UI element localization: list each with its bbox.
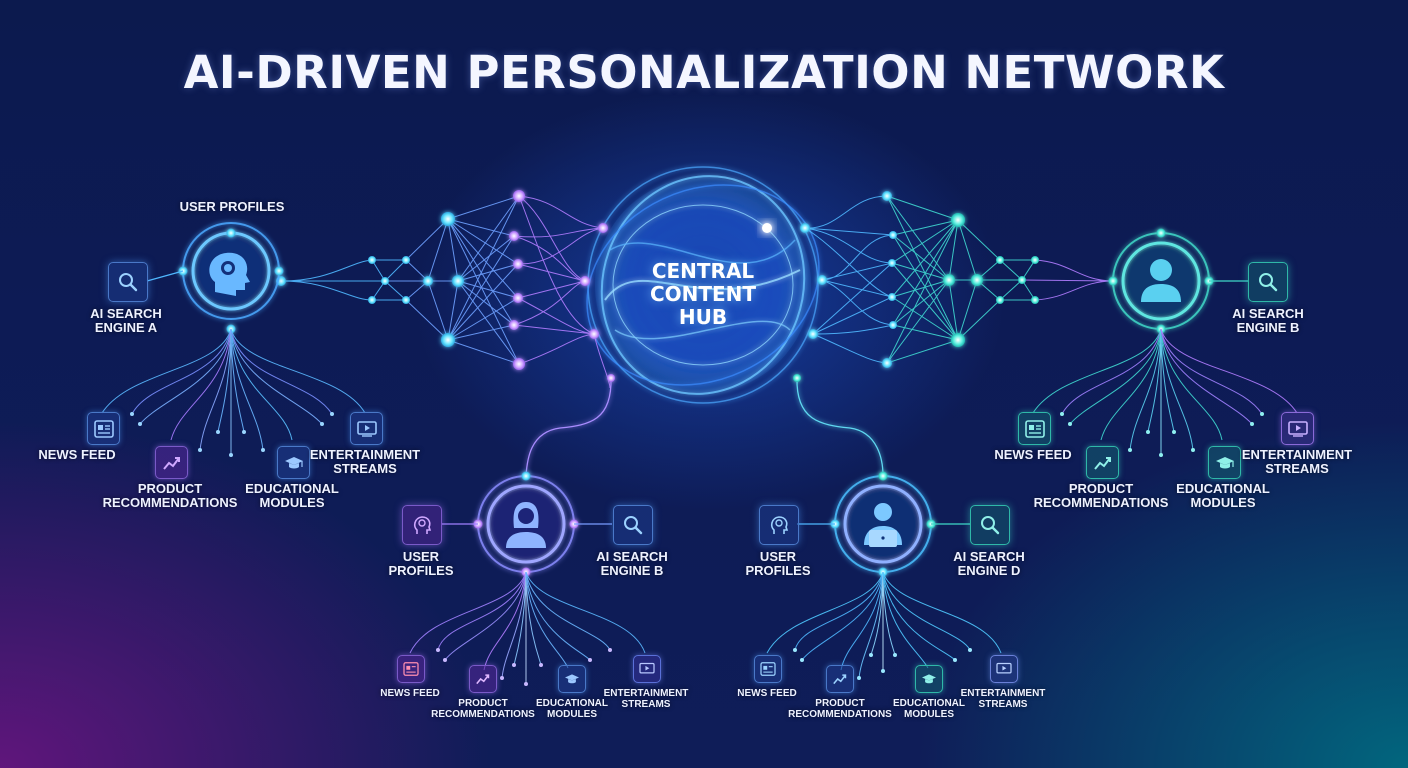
ai-search-engine-b-label: AI SEARCH ENGINE B <box>1232 306 1304 336</box>
ai-search-engine-a-label: AI SEARCH ENGINE A <box>90 306 162 336</box>
product-recommendations-label: PRODUCT RECOMMENDATIONS <box>102 481 238 511</box>
entertainment-streams-label: ENTERTAINMENT STREAMS <box>309 447 421 477</box>
ai-search-engine-d-tile[interactable] <box>970 505 1010 545</box>
educational-modules-label: EDUCATIONAL MODULES <box>892 698 966 720</box>
entertainment-streams-label: ENTERTAINMENT STREAMS <box>1241 447 1353 477</box>
educational-modules-label: EDUCATIONAL MODULES <box>245 481 339 511</box>
product-recommendations-tile[interactable] <box>826 665 854 693</box>
trend-up-icon <box>1093 456 1111 470</box>
product-recommendations-label: PRODUCT RECOMMENDATIONS <box>431 698 535 720</box>
hub-label-line1: CENTRAL <box>651 259 755 283</box>
page-title: AI-DRIVEN PERSONALIZATION NETWORK <box>183 46 1225 99</box>
news-feed-tile[interactable] <box>1018 412 1051 445</box>
news-feed-label: NEWS FEED <box>994 447 1072 462</box>
left-neural-net <box>280 195 611 389</box>
graduation-cap-icon <box>565 674 579 684</box>
entertainment-streams-tile[interactable] <box>633 655 661 683</box>
educational-modules-label: EDUCATIONAL MODULES <box>535 698 609 720</box>
brain-head-icon <box>770 516 789 534</box>
product-recommendations-label: PRODUCT RECOMMENDATIONS <box>788 698 892 720</box>
ai-search-engine-b-tile[interactable] <box>1248 262 1288 302</box>
search-icon <box>981 516 1000 535</box>
trend-up-icon <box>162 456 180 470</box>
newspaper-icon <box>403 662 419 676</box>
product-recommendations-tile[interactable] <box>469 665 497 693</box>
product-recommendations-tile[interactable] <box>155 446 188 479</box>
video-play-icon <box>1287 420 1308 437</box>
right-neural-net <box>804 195 1114 364</box>
head-gear-icon <box>209 252 250 296</box>
user-profiles-label: USER PROFILES <box>388 549 454 579</box>
news-feed-label: NEWS FEED <box>38 447 116 462</box>
news-feed-tile[interactable] <box>754 655 782 683</box>
video-play-icon <box>356 420 377 437</box>
educational-modules-label: EDUCATIONAL MODULES <box>1176 481 1270 511</box>
news-feed-tile[interactable] <box>87 412 120 445</box>
woman-user-icon <box>506 502 546 548</box>
graduation-cap-icon <box>1215 456 1234 468</box>
trend-up-icon <box>833 674 847 685</box>
user-profiles-tile[interactable] <box>759 505 799 545</box>
right-neural-nodes <box>800 191 1039 368</box>
newspaper-icon <box>93 419 114 438</box>
newspaper-icon <box>1024 419 1045 438</box>
hub-label-line3: HUB <box>678 305 728 329</box>
cluster-top-left <box>101 222 366 457</box>
user-profiles-label: USER PROFILES <box>179 199 285 214</box>
ai-search-engine-a-tile[interactable] <box>108 262 148 302</box>
cluster-top-right <box>1032 228 1298 457</box>
hub-connectors <box>525 374 884 477</box>
central-hub <box>586 166 820 404</box>
cluster-bottom-left <box>409 471 646 686</box>
central-content-hub[interactable]: CENTRAL CONTENT HUB <box>650 260 756 329</box>
search-icon <box>119 273 138 292</box>
trend-up-icon <box>476 674 490 685</box>
ai-search-engine-b-label: AI SEARCH ENGINE B <box>596 549 668 579</box>
user-icon <box>1141 259 1181 302</box>
user-profiles-label: USER PROFILES <box>745 549 811 579</box>
video-play-icon <box>996 662 1012 674</box>
search-icon <box>1259 273 1278 292</box>
entertainment-streams-label: ENTERTAINMENT STREAMS <box>603 688 689 710</box>
entertainment-streams-label: ENTERTAINMENT STREAMS <box>960 688 1046 710</box>
user-profiles-tile[interactable] <box>402 505 442 545</box>
newspaper-icon <box>760 662 776 676</box>
laptop-user-icon <box>864 503 902 547</box>
left-neural-nodes <box>276 190 608 370</box>
search-icon <box>624 516 643 535</box>
product-recommendations-label: PRODUCT RECOMMENDATIONS <box>1033 481 1169 511</box>
educational-modules-tile[interactable] <box>277 446 310 479</box>
entertainment-streams-tile[interactable] <box>1281 412 1314 445</box>
educational-modules-tile[interactable] <box>1208 446 1241 479</box>
educational-modules-tile[interactable] <box>558 665 586 693</box>
video-play-icon <box>639 662 655 674</box>
news-feed-tile[interactable] <box>397 655 425 683</box>
news-feed-label: NEWS FEED <box>737 688 797 699</box>
news-feed-label: NEWS FEED <box>380 688 440 699</box>
entertainment-streams-tile[interactable] <box>990 655 1018 683</box>
educational-modules-tile[interactable] <box>915 665 943 693</box>
cluster-bottom-right <box>766 471 1002 680</box>
ai-search-engine-b-tile[interactable] <box>613 505 653 545</box>
product-recommendations-tile[interactable] <box>1086 446 1119 479</box>
graduation-cap-icon <box>284 456 303 468</box>
brain-head-icon <box>413 516 432 534</box>
ai-search-engine-d-label: AI SEARCH ENGINE D <box>953 549 1025 579</box>
graduation-cap-icon <box>922 674 936 684</box>
hub-label-line2: CONTENT <box>649 282 757 306</box>
entertainment-streams-tile[interactable] <box>350 412 383 445</box>
